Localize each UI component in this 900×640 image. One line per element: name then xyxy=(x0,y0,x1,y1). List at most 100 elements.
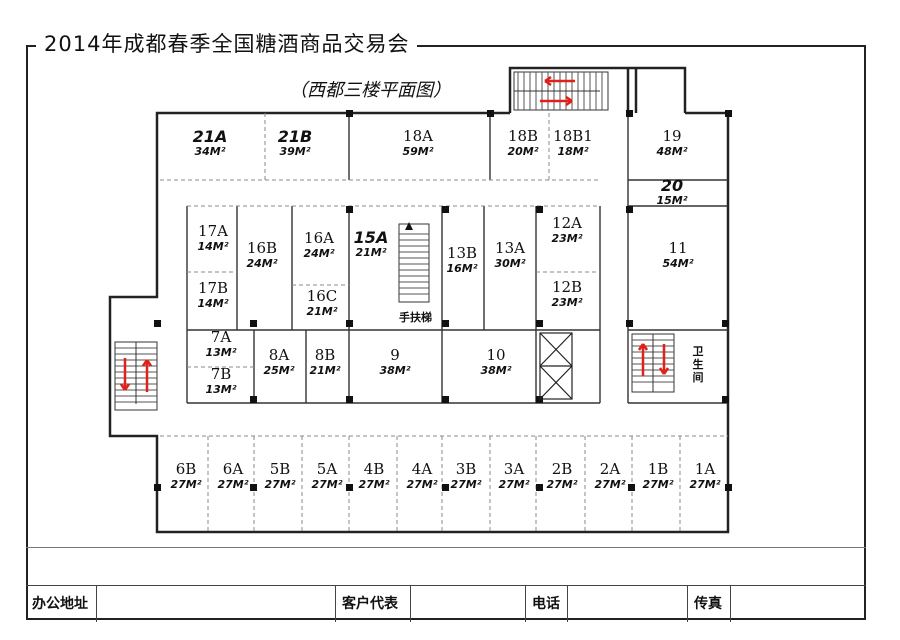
booth-id: 1A xyxy=(694,460,716,478)
booth-id: 6B xyxy=(175,460,197,478)
booth-id: 5A xyxy=(316,460,338,478)
booth-id: 4B xyxy=(363,460,385,478)
booth-area: 39M² xyxy=(279,145,311,158)
booth-id: 13B xyxy=(446,244,478,262)
booth-area: 34M² xyxy=(194,145,226,158)
arrow-up-icon xyxy=(637,343,649,376)
booth-id: 18A xyxy=(403,127,433,145)
booth-id: 13A xyxy=(495,239,525,257)
contact-table: 办公地址 客户代表 电话 传真 xyxy=(26,547,866,622)
arrow-left-icon xyxy=(544,75,575,87)
booth-area: 25M² xyxy=(263,364,295,377)
booth-id: 3B xyxy=(455,460,477,478)
booth-area: 27M² xyxy=(264,478,296,491)
booth-area: 13M² xyxy=(205,383,237,396)
top-annex-wall xyxy=(508,66,687,113)
booth-id: 2A xyxy=(599,460,621,478)
booth-id: 8A xyxy=(268,346,290,364)
booth-area: 15M² xyxy=(656,194,688,207)
booth-area: 27M² xyxy=(594,478,626,491)
booth-area: 27M² xyxy=(217,478,249,491)
booth-area: 20M² xyxy=(507,145,539,158)
booth-id: 20 xyxy=(660,176,684,195)
restroom-label: 卫生间 xyxy=(692,345,704,384)
booth-area: 27M² xyxy=(170,478,202,491)
booth-area: 14M² xyxy=(197,297,229,310)
booth-area: 27M² xyxy=(450,478,482,491)
booth-area: 27M² xyxy=(406,478,438,491)
page-frame xyxy=(26,45,866,620)
escalator-label: 手扶梯 xyxy=(399,311,432,324)
booth-id: 18B xyxy=(507,127,539,145)
booth-id: 17B xyxy=(197,279,229,297)
office-value xyxy=(98,586,334,622)
office-label: 办公地址 xyxy=(32,596,88,612)
arrow-down-icon xyxy=(658,344,670,375)
booth-id: 18B1 xyxy=(553,127,593,145)
inner-walls xyxy=(186,113,728,404)
booth-id: 15A xyxy=(353,228,389,247)
booth-area: 27M² xyxy=(642,478,674,491)
arrow-down-icon xyxy=(119,358,131,391)
stairs-right xyxy=(631,333,675,393)
booth-id: 9 xyxy=(390,346,400,364)
booth-area: 24M² xyxy=(246,257,278,270)
booth-area: 13M² xyxy=(205,346,237,359)
booth-area: 27M² xyxy=(689,478,721,491)
booth-area: 27M² xyxy=(311,478,343,491)
booth-area: 59M² xyxy=(402,145,434,158)
page-subtitle: （西都三楼平面图） xyxy=(289,80,451,101)
elevator xyxy=(539,332,573,400)
booth-id: 16C xyxy=(306,287,338,305)
rep-value xyxy=(412,586,528,622)
booth-id: 11 xyxy=(668,239,688,257)
booth-area: 21M² xyxy=(309,364,341,377)
booth-id: 19 xyxy=(662,127,682,145)
phone-value xyxy=(569,586,685,622)
booth-area: 27M² xyxy=(498,478,530,491)
booth-area: 14M² xyxy=(197,240,229,253)
booth-area: 21M² xyxy=(355,246,387,259)
booth-id: 3A xyxy=(503,460,525,478)
booth-id: 7B xyxy=(210,365,232,383)
arrow-right-icon xyxy=(540,95,573,107)
booth-id: 12A xyxy=(552,214,582,232)
stairs-top xyxy=(513,71,609,111)
booth-area: 18M² xyxy=(557,145,589,158)
booth-id: 8B xyxy=(314,346,336,364)
booth-area: 38M² xyxy=(379,364,411,377)
fax-label: 传真 xyxy=(694,596,722,612)
escalator-up-icon xyxy=(405,222,413,230)
booth-area: 23M² xyxy=(551,296,583,309)
booth-id: 4A xyxy=(411,460,433,478)
booth-area: 27M² xyxy=(546,478,578,491)
booth-id: 10 xyxy=(486,346,506,364)
